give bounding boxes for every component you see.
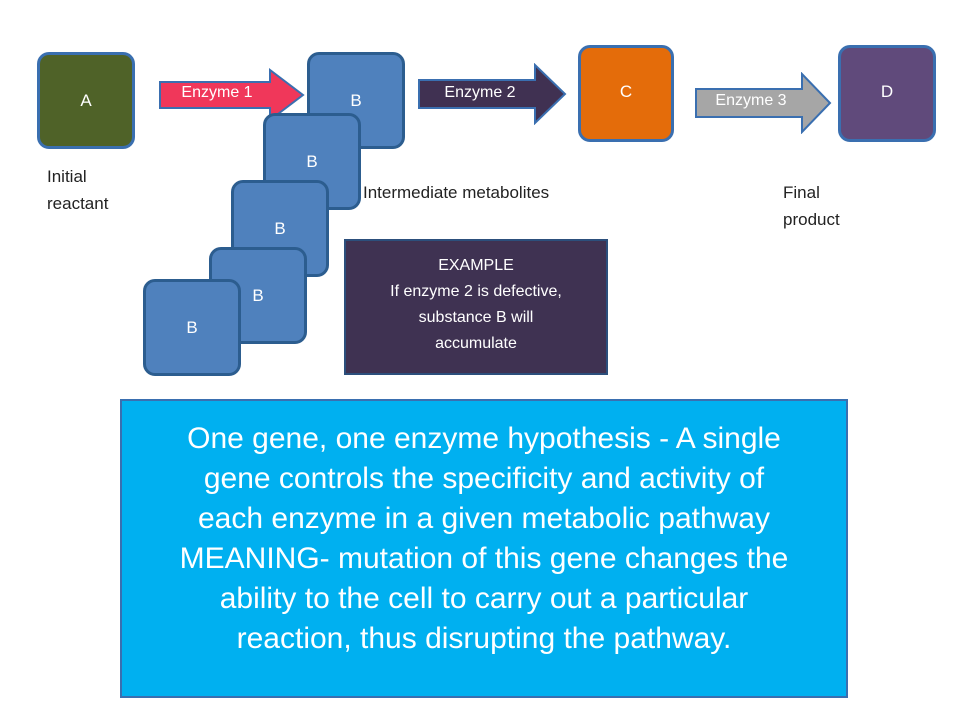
box-a-label: A [80, 90, 92, 110]
example-box: EXAMPLE If enzyme 2 is defective, substa… [344, 239, 608, 375]
enzyme-1-arrow [159, 68, 305, 122]
box-b-5-label: B [186, 317, 198, 337]
box-b-2-label: B [306, 151, 318, 171]
box-d-label: D [880, 82, 894, 101]
hypothesis-line-4: MEANING- mutation of this gene changes t… [179, 542, 789, 575]
hypothesis-box: One gene, one enzyme hypothesis - A sing… [120, 399, 848, 698]
hypothesis-line-2: gene controls the specificity and activi… [203, 462, 765, 495]
hypothesis-line-1: One gene, one enzyme hypothesis - A sing… [187, 422, 781, 455]
box-c-label: C [619, 82, 633, 101]
box-b-4-label: B [252, 285, 264, 305]
example-line-1: If enzyme 2 is defective, [390, 283, 562, 300]
box-b-1-label: B [350, 90, 362, 110]
example-line-3: accumulate [435, 335, 517, 352]
enzyme-3-arrow [695, 72, 832, 134]
enzyme-1-label: Enzyme 1 [181, 84, 253, 101]
box-b-5: B [143, 279, 241, 376]
final-product-label: Final product [783, 183, 840, 229]
box-c: C [578, 45, 674, 142]
intermediate-metabolites-label: Intermediate metabolites [363, 183, 550, 202]
hypothesis-line-5: ability to the cell to carry out a parti… [219, 582, 749, 615]
enzyme-3-label: Enzyme 3 [715, 92, 787, 109]
box-d: D [838, 45, 936, 142]
initial-reactant-label: Initial reactant [47, 167, 109, 213]
hypothesis-line-6: reaction, thus disrupting the pathway. [236, 622, 732, 655]
example-line-2: substance B will [418, 309, 534, 326]
hypothesis-line-3: each enzyme in a given metabolic pathway [198, 502, 770, 535]
box-a: A [37, 52, 135, 149]
enzyme-2-arrow [418, 63, 567, 125]
example-heading: EXAMPLE [438, 257, 514, 274]
box-b-3-label: B [274, 218, 286, 238]
enzyme-2-label: Enzyme 2 [444, 84, 516, 101]
